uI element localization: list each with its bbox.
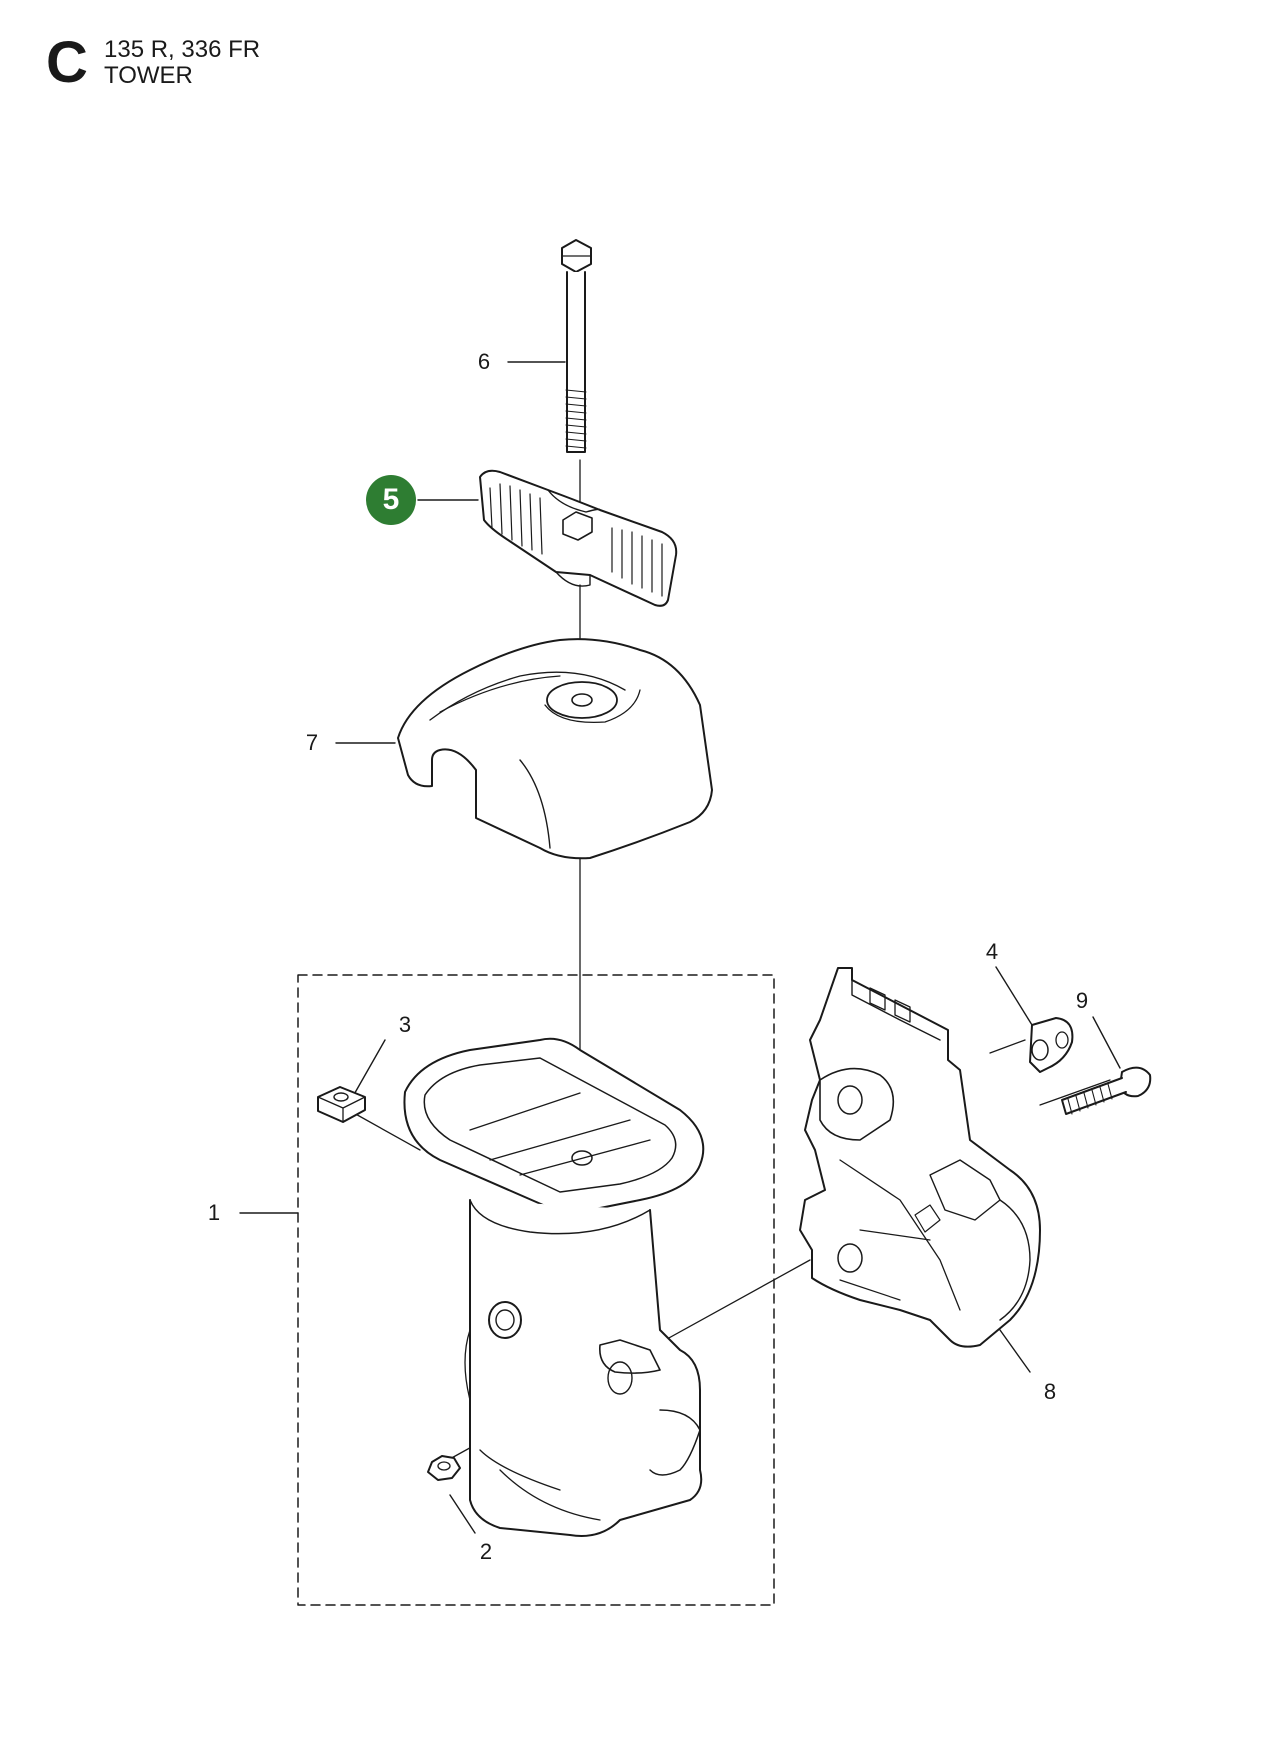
cover-part-7 [397, 638, 713, 860]
model-numbers: 135 R, 336 FR [104, 36, 261, 63]
wing-knob-part-5 [479, 469, 678, 607]
screw-part-9 [1061, 1066, 1152, 1115]
callout-8: 8 [1043, 1379, 1057, 1404]
leader-lines [239, 361, 1121, 1534]
callout-6: 6 [477, 349, 491, 374]
bolt-part-6 [561, 239, 592, 453]
callout-1: 1 [207, 1200, 221, 1225]
square-nut-part-3 [317, 1086, 366, 1123]
callout-7: 7 [305, 730, 319, 755]
callout-9: 9 [1075, 988, 1089, 1013]
callout-3: 3 [398, 1012, 412, 1037]
clip-part-4 [1029, 1017, 1074, 1073]
tower-housing-part-1 [403, 1037, 705, 1537]
callout-4: 4 [985, 939, 999, 964]
callout-5-highlighted[interactable]: 5 [366, 475, 416, 525]
assembly-boundary [297, 974, 775, 1606]
callout-2: 2 [479, 1539, 493, 1564]
section-title: TOWER [104, 62, 193, 89]
nut-part-2 [427, 1455, 461, 1481]
diagram-header: C 135 R, 336 FR TOWER [46, 34, 446, 94]
section-letter: C [46, 30, 88, 95]
bracket-part-8 [799, 967, 1041, 1348]
